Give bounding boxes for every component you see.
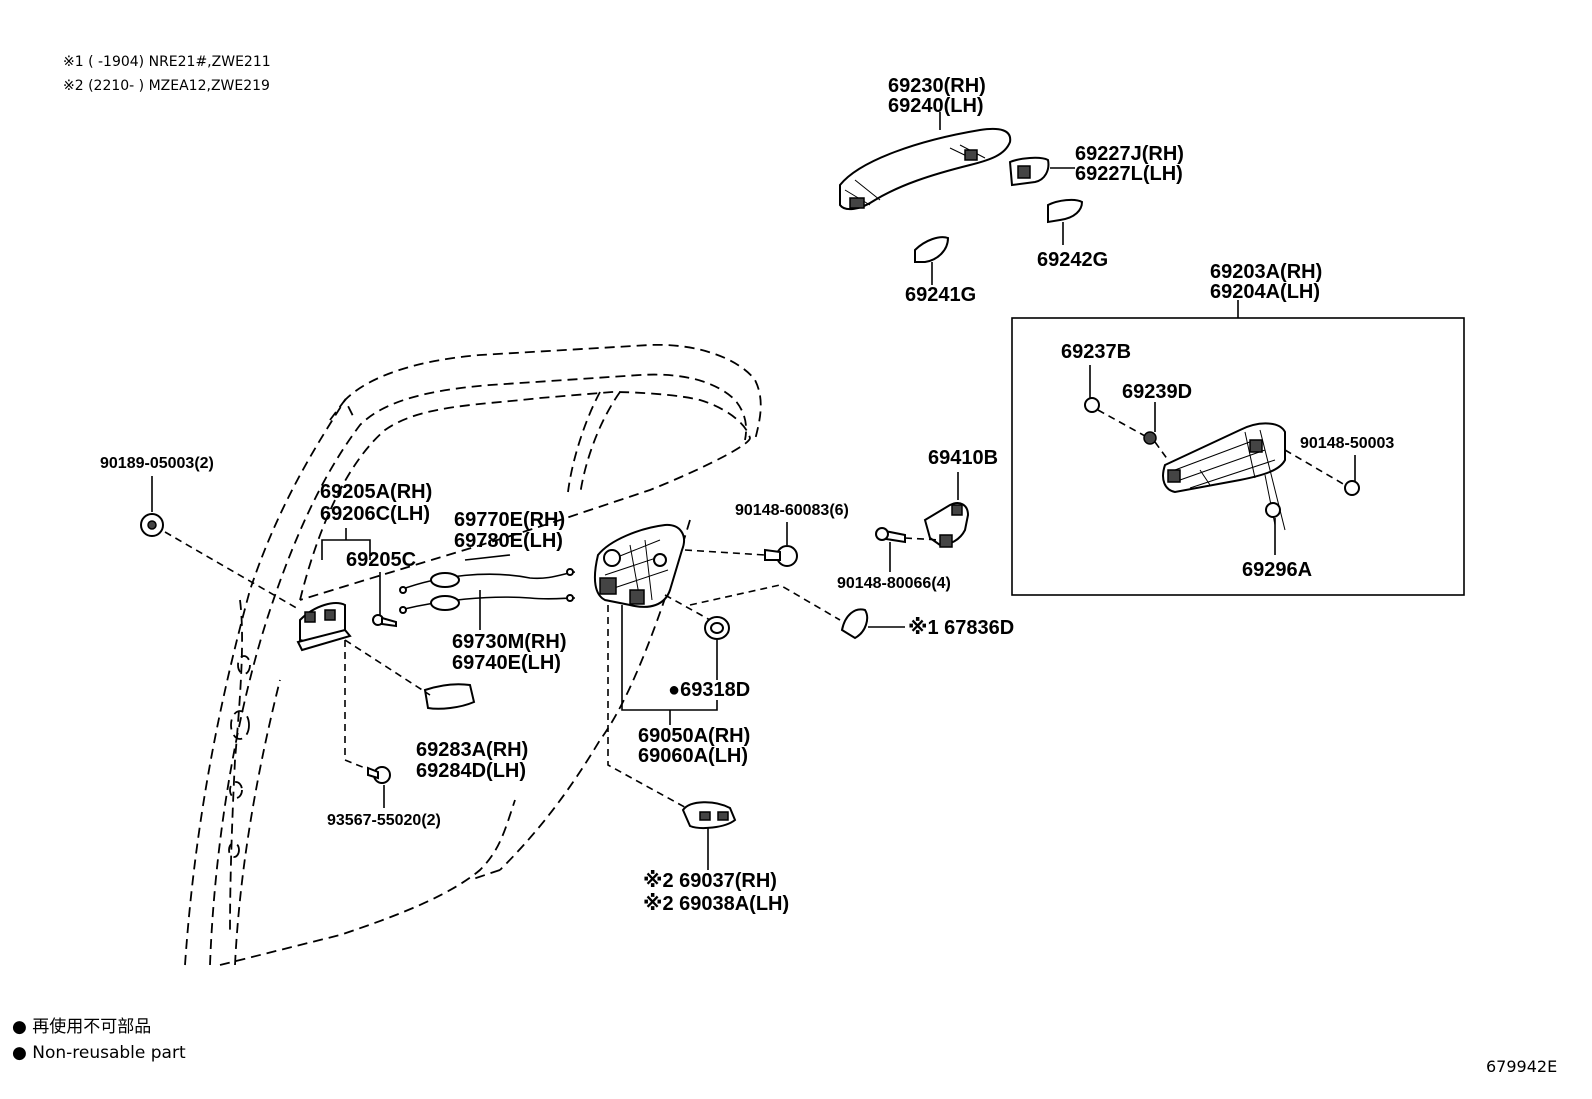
- label-69205A: 69205A(RH): [320, 481, 432, 503]
- label-69227J: 69227J(RH): [1075, 143, 1184, 165]
- label-69284D: 69284D(LH): [416, 760, 526, 782]
- grommet-69318D: [704, 616, 730, 640]
- label-90148-50003: 90148-50003: [1300, 435, 1394, 452]
- pad-67836D: [840, 608, 869, 640]
- label-69203A: 69203A(RH): [1210, 261, 1322, 283]
- label-69410B: 69410B: [928, 447, 998, 469]
- label-69740E: 69740E(LH): [452, 652, 561, 674]
- frame-assembly: [1162, 422, 1286, 531]
- bolt-90148-80066: [875, 527, 906, 544]
- label-69240: 69240(LH): [888, 95, 984, 117]
- label-69037: ※2 69037(RH): [643, 870, 777, 892]
- handle-cover-69227: [1008, 156, 1050, 187]
- label-69206C: 69206C(LH): [320, 503, 430, 525]
- label-69283A: 69283A(RH): [416, 739, 528, 761]
- label-69038A: ※2 69038A(LH): [643, 893, 789, 915]
- screw-69205C: [372, 614, 397, 628]
- label-69730M: 69730M(RH): [452, 631, 566, 653]
- pad-69242G: [1047, 198, 1084, 224]
- label-69770E: 69770E(RH): [454, 509, 565, 531]
- inside-handle-69205A: [296, 602, 352, 652]
- bolt-90148-60083: [764, 545, 798, 567]
- legend-en: ● Non-reusable part: [12, 1043, 186, 1063]
- note-2: ※2 (2210- ) MZEA12,ZWE219: [63, 78, 270, 94]
- label-69237B: 69237B: [1061, 341, 1131, 363]
- label-69239D: 69239D: [1122, 381, 1192, 403]
- door-lock-assembly: [593, 523, 685, 608]
- label-93567-55020: 93567-55020(2): [327, 812, 441, 829]
- cable-assembly: [399, 568, 576, 614]
- label-67836D: ※1 67836D: [908, 617, 1014, 639]
- bolt-90148-50003: [1344, 480, 1360, 496]
- screw-69296A: [1265, 502, 1281, 518]
- label-90148-60083: 90148-60083(6): [735, 502, 849, 519]
- label-69060A: 69060A(LH): [638, 745, 748, 767]
- label-90189-05003: 90189-05003(2): [100, 455, 214, 472]
- door-outline: [184, 344, 762, 966]
- nut-69239D: [1143, 431, 1157, 445]
- label-69227L: 69227L(LH): [1075, 163, 1183, 185]
- label-69241G: 69241G: [905, 284, 976, 306]
- label-69780E: 69780E(LH): [454, 530, 563, 552]
- cover-69037: [681, 801, 737, 829]
- note-1: ※1 ( -1904) NRE21#,ZWE211: [63, 54, 271, 70]
- pad-69241G: [914, 236, 950, 263]
- label-69318D: ●69318D: [668, 679, 750, 701]
- label-69205C: 69205C: [346, 549, 416, 571]
- figure-code: 679942E: [1486, 1057, 1557, 1076]
- cover-69283A: [423, 683, 476, 710]
- label-69242G: 69242G: [1037, 249, 1108, 271]
- striker-69410B: [923, 502, 970, 548]
- clip-90189-05003: [140, 513, 164, 537]
- label-69050A: 69050A(RH): [638, 725, 750, 747]
- label-90148-80066: 90148-80066(4): [837, 575, 951, 592]
- part-69237B: [1084, 397, 1100, 413]
- outside-door-handle: [839, 127, 1012, 211]
- label-69204A: 69204A(LH): [1210, 281, 1320, 303]
- screw-93567-55020: [367, 766, 391, 784]
- label-69230: 69230(RH): [888, 75, 986, 97]
- label-69296A: 69296A: [1242, 559, 1312, 581]
- legend-jp: ● 再使用不可部品: [12, 1016, 151, 1037]
